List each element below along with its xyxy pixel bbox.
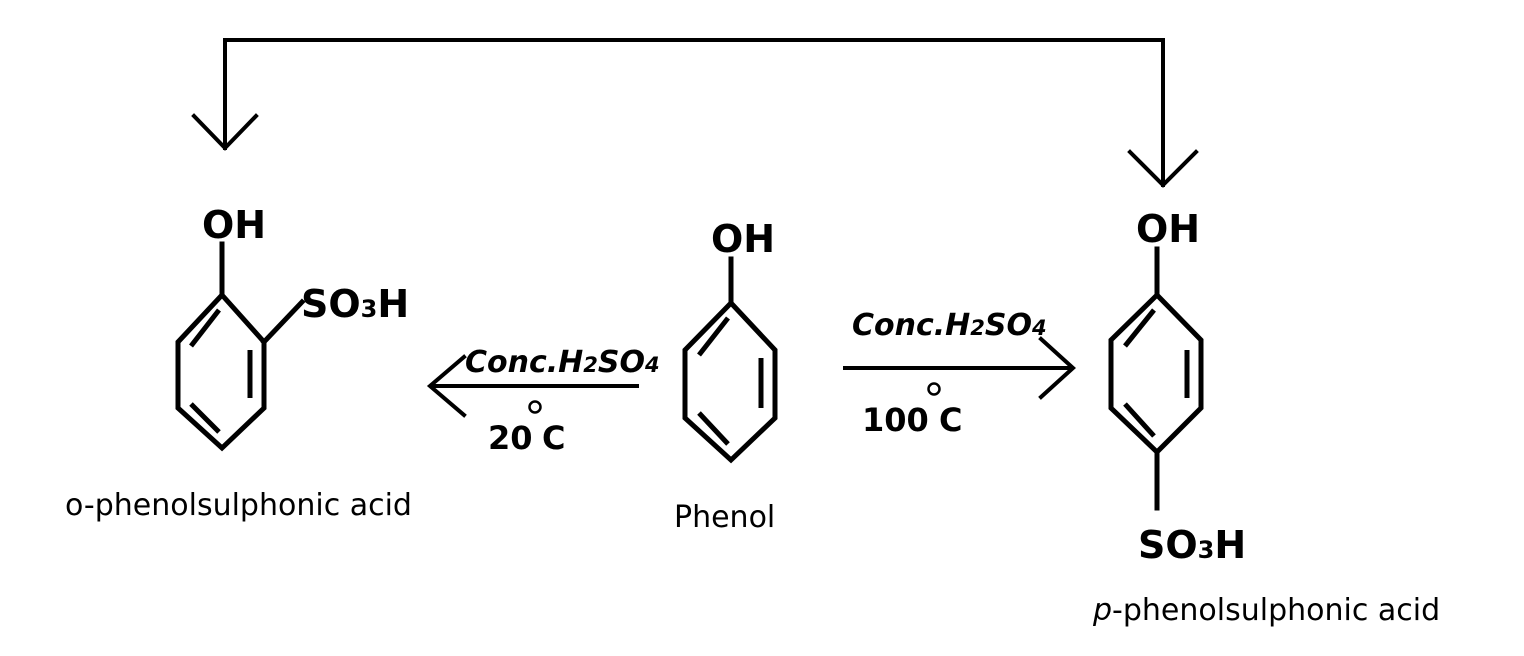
- interconversion-arrow: [191, 38, 1199, 188]
- right-degree-symbol: [927, 382, 941, 396]
- ortho-so3h-bond: [260, 298, 306, 346]
- left-degree-symbol: [528, 400, 542, 414]
- para-so3h-label: SO3H: [1138, 523, 1246, 567]
- right-temperature-value: 100: [862, 401, 929, 439]
- left-temperature-unit: C: [542, 419, 565, 457]
- right-reaction-arrow: Conc.H2SO4 100 C: [843, 308, 1076, 439]
- left-temperature-value: 20: [488, 419, 533, 457]
- ortho-product: OH SO3H o-phenolsulphonic acid: [65, 203, 412, 523]
- right-temperature-unit: C: [939, 401, 962, 439]
- phenol-name: Phenol: [674, 500, 775, 535]
- phenol-benzene-ring: [682, 299, 778, 464]
- ortho-oh-label: OH: [202, 203, 266, 247]
- phenol-oh-label: OH: [711, 217, 775, 261]
- para-benzene-ring: [1108, 291, 1204, 456]
- para-oh-label: OH: [1136, 207, 1200, 251]
- left-reaction-arrow: Conc.H2SO4 20 C: [426, 345, 660, 457]
- ortho-product-name: o-phenolsulphonic acid: [65, 488, 412, 523]
- ortho-so3h-label: SO3H: [301, 282, 409, 326]
- right-reagent-label: Conc.H2SO4: [852, 308, 1047, 343]
- left-reagent-label: Conc.H2SO4: [465, 345, 660, 380]
- para-product-name: p-phenolsulphonic acid: [1092, 593, 1440, 628]
- ortho-benzene-ring: [175, 291, 267, 452]
- phenol-reactant: OH Phenol: [674, 217, 778, 535]
- para-product: OH SO3H p-phenolsulphonic acid: [1092, 207, 1440, 628]
